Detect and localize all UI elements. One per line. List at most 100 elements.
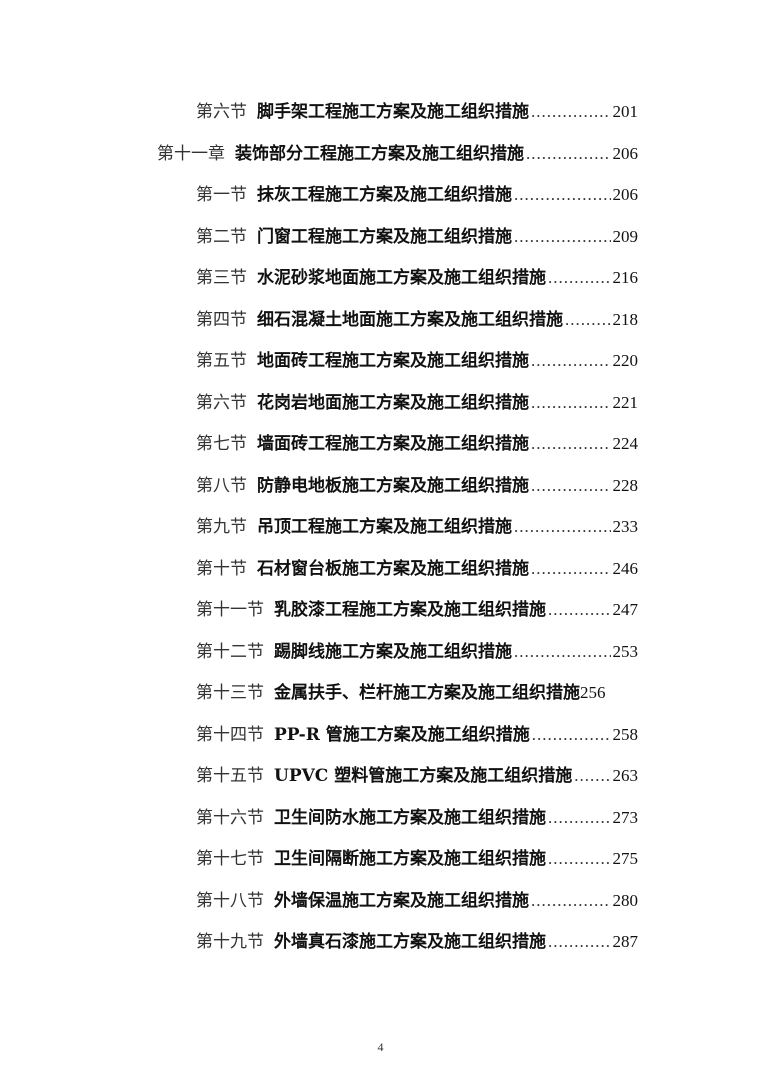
dot-leader (531, 351, 611, 371)
entry-number: 第六节 (196, 102, 247, 122)
toc-entry[interactable]: 第六节 脚手架工程施工方案及施工组织措施 201 (196, 97, 638, 123)
dot-leader (531, 434, 611, 454)
toc-entry[interactable]: 第十九节 外墙真石漆施工方案及施工组织措施 287 (196, 927, 638, 953)
toc-entry[interactable]: 第十三节 金属扶手、栏杆施工方案及施工组织措施 256 (196, 678, 638, 704)
dot-leader (531, 102, 611, 122)
entry-page: 246 (612, 559, 639, 578)
entry-page: 263 (612, 766, 639, 785)
entry-number: 第十八节 (196, 891, 264, 911)
dot-leader (531, 891, 611, 911)
entry-title: 墙面砖工程施工方案及施工组织措施 (257, 434, 529, 454)
entry-page: 224 (612, 434, 639, 453)
toc-entry[interactable]: 第二节 门窗工程施工方案及施工组织措施 209 (196, 222, 638, 248)
entry-number: 第十一节 (196, 600, 264, 620)
entry-title: UPVC 塑料管施工方案及施工组织措施 (274, 766, 573, 786)
entry-number: 第十五节 (196, 766, 264, 786)
entry-page: 256 (580, 683, 606, 702)
entry-title: 花岗岩地面施工方案及施工组织措施 (257, 393, 529, 413)
toc-entry[interactable]: 第十五节 UPVC 塑料管施工方案及施工组织措施 263 (196, 761, 638, 787)
entry-page: 206 (612, 185, 639, 204)
entry-page: 253 (612, 642, 639, 661)
dot-leader (532, 725, 611, 745)
entry-title: 乳胶漆工程施工方案及施工组织措施 (274, 600, 546, 620)
dot-leader (514, 517, 611, 537)
entry-number: 第一节 (196, 185, 247, 205)
entry-title: 外墙真石漆施工方案及施工组织措施 (274, 932, 546, 952)
toc-entry[interactable]: 第三节 水泥砂浆地面施工方案及施工组织措施 216 (196, 263, 638, 289)
entry-number: 第四节 (196, 310, 247, 330)
dot-leader (548, 600, 611, 620)
toc-entry[interactable]: 第十七节 卫生间隔断施工方案及施工组织措施 275 (196, 844, 638, 870)
toc-entry[interactable]: 第十一章 装饰部分工程施工方案及施工组织措施 206 (157, 139, 638, 165)
toc-entry[interactable]: 第十八节 外墙保温施工方案及施工组织措施 280 (196, 886, 638, 912)
toc-entry[interactable]: 第八节 防静电地板施工方案及施工组织措施 228 (196, 471, 638, 497)
entry-title: 踢脚线施工方案及施工组织措施 (274, 642, 512, 662)
toc-entry[interactable]: 第十六节 卫生间防水施工方案及施工组织措施 273 (196, 803, 638, 829)
entry-page: 220 (612, 351, 639, 370)
toc-entry[interactable]: 第一节 抹灰工程施工方案及施工组织措施 206 (196, 180, 638, 206)
entry-number: 第五节 (196, 351, 247, 371)
entry-number: 第十六节 (196, 808, 264, 828)
entry-page: 201 (612, 102, 639, 121)
entry-page: 221 (612, 393, 639, 412)
toc-entry[interactable]: 第七节 墙面砖工程施工方案及施工组织措施 224 (196, 429, 638, 455)
dot-leader (514, 185, 611, 205)
entry-number: 第九节 (196, 517, 247, 537)
toc-entry[interactable]: 第九节 吊顶工程施工方案及施工组织措施 233 (196, 512, 638, 538)
entry-page: 247 (612, 600, 639, 619)
entry-number: 第十一章 (157, 144, 225, 164)
entry-page: 216 (612, 268, 639, 287)
entry-page: 209 (612, 227, 639, 246)
entry-title: 卫生间隔断施工方案及施工组织措施 (274, 849, 546, 869)
dot-leader (548, 808, 611, 828)
page-number: 4 (377, 1040, 384, 1054)
toc-entry[interactable]: 第十四节 PP-R 管施工方案及施工组织措施 258 (196, 720, 638, 746)
entry-page: 258 (612, 725, 639, 744)
toc-entry[interactable]: 第十一节 乳胶漆工程施工方案及施工组织措施 247 (196, 595, 638, 621)
entry-number: 第十四节 (196, 725, 264, 745)
entry-number: 第十二节 (196, 642, 264, 662)
entry-number: 第二节 (196, 227, 247, 247)
dot-leader (514, 227, 611, 247)
entry-page: 280 (612, 891, 639, 910)
entry-number: 第六节 (196, 393, 247, 413)
entry-title: 脚手架工程施工方案及施工组织措施 (257, 102, 529, 122)
dot-leader (526, 144, 611, 164)
toc-entry[interactable]: 第四节 细石混凝土地面施工方案及施工组织措施 218 (196, 305, 638, 331)
entry-title: 抹灰工程施工方案及施工组织措施 (257, 185, 512, 205)
entry-number: 第三节 (196, 268, 247, 288)
entry-title: 地面砖工程施工方案及施工组织措施 (257, 351, 529, 371)
entry-page: 206 (612, 144, 639, 163)
entry-title: 外墙保温施工方案及施工组织措施 (274, 891, 529, 911)
dot-leader (548, 932, 611, 952)
dot-leader (548, 849, 611, 869)
entry-title: 水泥砂浆地面施工方案及施工组织措施 (257, 268, 546, 288)
entry-number: 第七节 (196, 434, 247, 454)
toc-entry[interactable]: 第六节 花岗岩地面施工方案及施工组织措施 221 (196, 388, 638, 414)
entry-title: 门窗工程施工方案及施工组织措施 (257, 227, 512, 247)
entry-title: 石材窗台板施工方案及施工组织措施 (257, 559, 529, 579)
toc-entry[interactable]: 第十节 石材窗台板施工方案及施工组织措施 246 (196, 554, 638, 580)
toc-entry[interactable]: 第五节 地面砖工程施工方案及施工组织措施 220 (196, 346, 638, 372)
entry-page: 228 (612, 476, 639, 495)
entry-title: 卫生间防水施工方案及施工组织措施 (274, 808, 546, 828)
dot-leader (548, 268, 611, 288)
entry-page: 273 (612, 808, 639, 827)
entry-number: 第十三节 (196, 683, 264, 703)
dot-leader (574, 766, 610, 786)
entry-page: 218 (612, 310, 639, 329)
dot-leader (531, 559, 611, 579)
toc-entry[interactable]: 第十二节 踢脚线施工方案及施工组织措施 253 (196, 637, 638, 663)
entry-title: 细石混凝土地面施工方案及施工组织措施 (257, 310, 563, 330)
dot-leader (565, 310, 611, 330)
entry-title: 金属扶手、栏杆施工方案及施工组织措施 (274, 683, 580, 703)
entry-number: 第十七节 (196, 849, 264, 869)
entry-page: 287 (612, 932, 639, 951)
dot-leader (531, 476, 611, 496)
entry-number: 第八节 (196, 476, 247, 496)
entry-number: 第十九节 (196, 932, 264, 952)
dot-leader (514, 642, 611, 662)
entry-page: 275 (612, 849, 639, 868)
entry-title: 装饰部分工程施工方案及施工组织措施 (235, 144, 524, 164)
entry-number: 第十节 (196, 559, 247, 579)
